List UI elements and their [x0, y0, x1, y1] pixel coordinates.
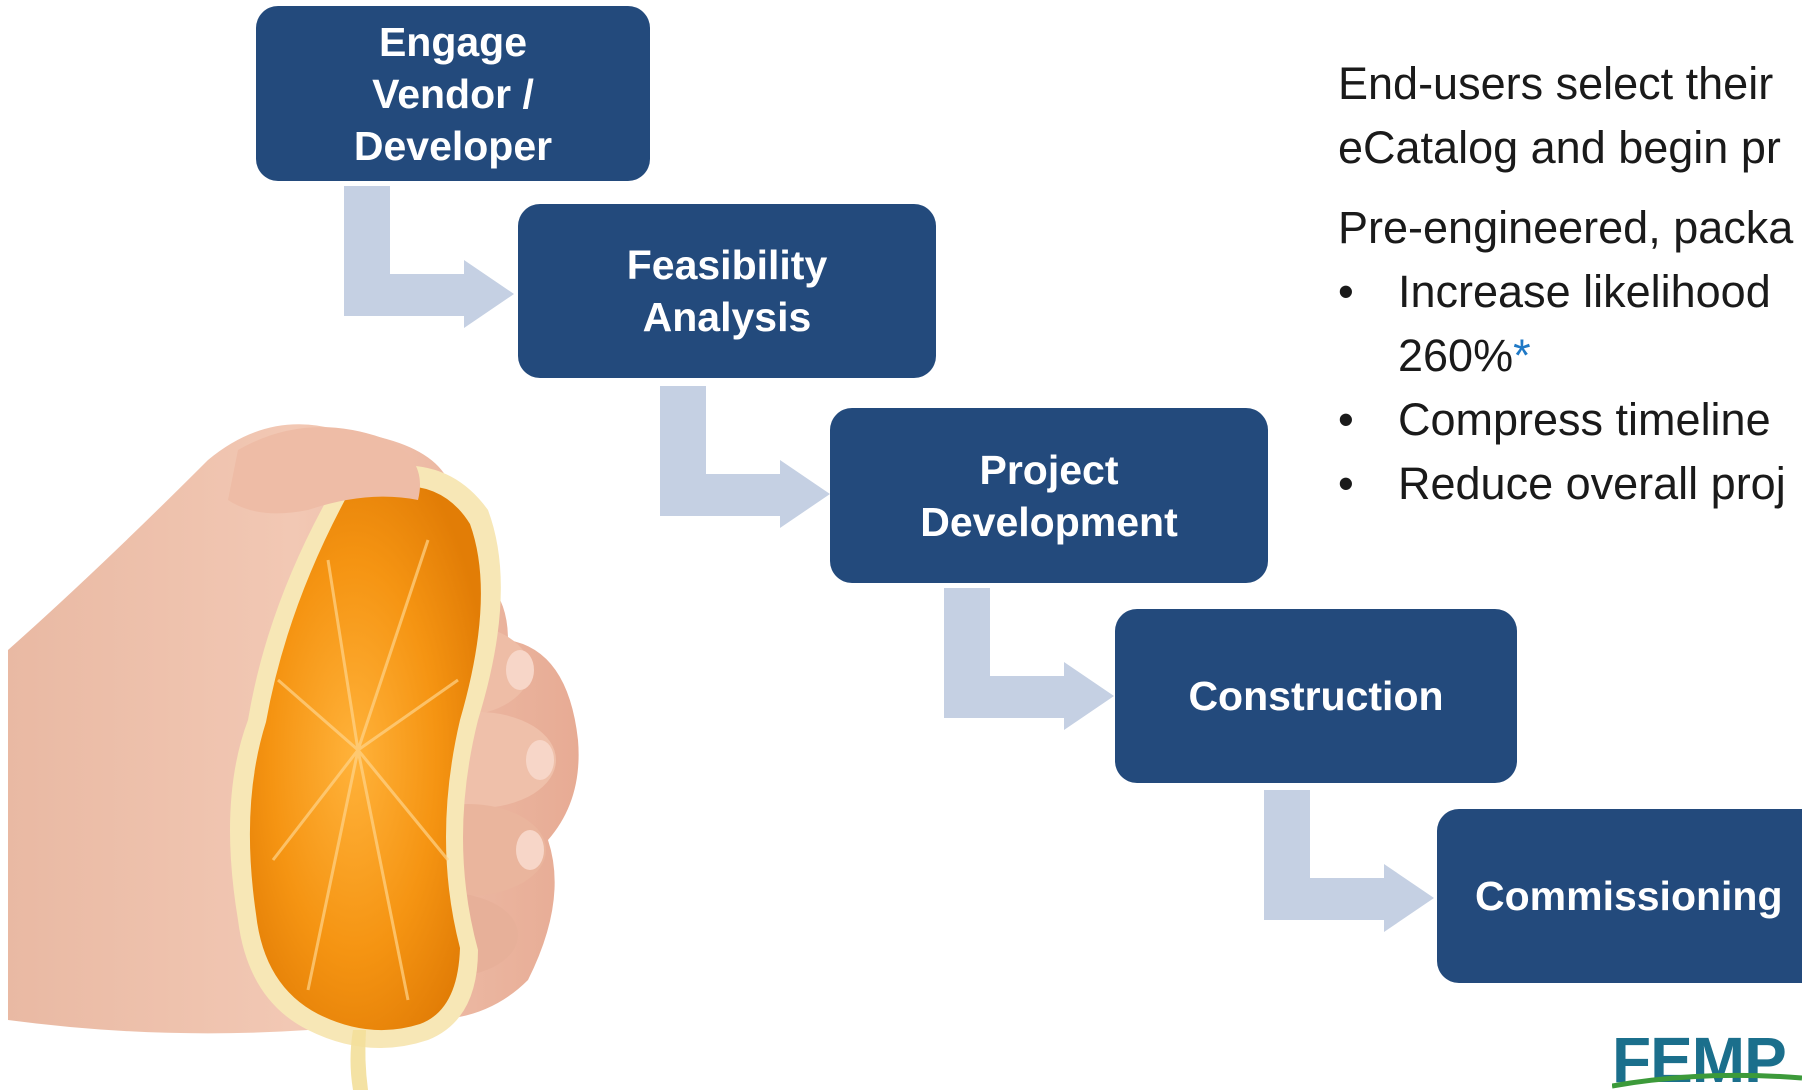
bullet-icon: •	[1338, 394, 1354, 445]
paragraph-1-line-2: eCatalog and begin pr	[1338, 122, 1781, 173]
body-text: End-users select their eCatalog and begi…	[1338, 52, 1802, 516]
bullet-text: Increase likelihood	[1398, 266, 1771, 317]
flow-arrow-4	[1264, 790, 1434, 932]
bullet-text: Reduce overall proj	[1398, 458, 1786, 509]
list-item: • Compress timeline	[1338, 388, 1802, 452]
footnote-asterisk: *	[1513, 330, 1531, 381]
paragraph-1-line-1: End-users select their	[1338, 58, 1774, 109]
logo-swoosh-icon	[1612, 1072, 1802, 1089]
paragraph-1: End-users select their eCatalog and begi…	[1338, 52, 1802, 180]
bullet-icon: •	[1338, 266, 1354, 317]
step-label: Commissioning	[1475, 873, 1783, 919]
step-label: Feasibility Analysis	[626, 242, 828, 340]
list-item: • Increase likelihood 260%*	[1338, 260, 1802, 388]
flow-arrow-3	[944, 588, 1114, 730]
step-feasibility-analysis: Feasibility Analysis	[518, 204, 936, 378]
step-label: Construction	[1188, 673, 1444, 719]
step-label: Project Development	[920, 446, 1178, 545]
step-engage-vendor: Engage Vendor / Developer	[256, 6, 650, 181]
benefit-list: • Increase likelihood 260%* • Compress t…	[1338, 260, 1802, 516]
step-commissioning: Commissioning	[1437, 809, 1802, 983]
list-item: • Reduce overall proj	[1338, 452, 1802, 516]
flow-arrow-2	[660, 386, 830, 528]
hand-squeezing-orange-image	[8, 424, 579, 1090]
bullet-text-continued: 260%	[1398, 330, 1514, 381]
step-label: Engage Vendor / Developer	[353, 18, 553, 169]
step-project-development: Project Development	[830, 408, 1268, 583]
paragraph-2: Pre-engineered, packa	[1338, 202, 1794, 253]
step-construction: Construction	[1115, 609, 1517, 783]
bullet-text: Compress timeline	[1398, 394, 1771, 445]
flow-arrow-1	[344, 186, 514, 328]
bullet-icon: •	[1338, 458, 1354, 509]
